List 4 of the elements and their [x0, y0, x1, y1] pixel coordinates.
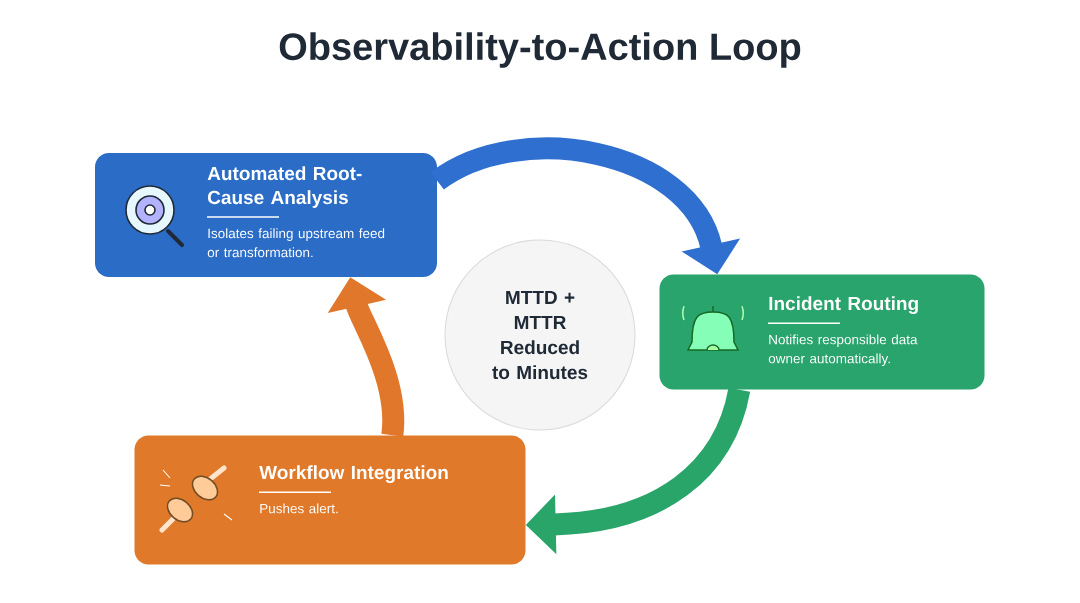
card: Automated Root-Cause Analysis Isolates failing upstream feed or transformation.	[95, 153, 437, 277]
card: Incident Routing Notifies responsible data owner automatically.	[659, 274, 985, 390]
card: Workflow Integration Pushes alert.	[134, 435, 526, 565]
title: Observability-to-Action Loop	[279, 32, 801, 68]
